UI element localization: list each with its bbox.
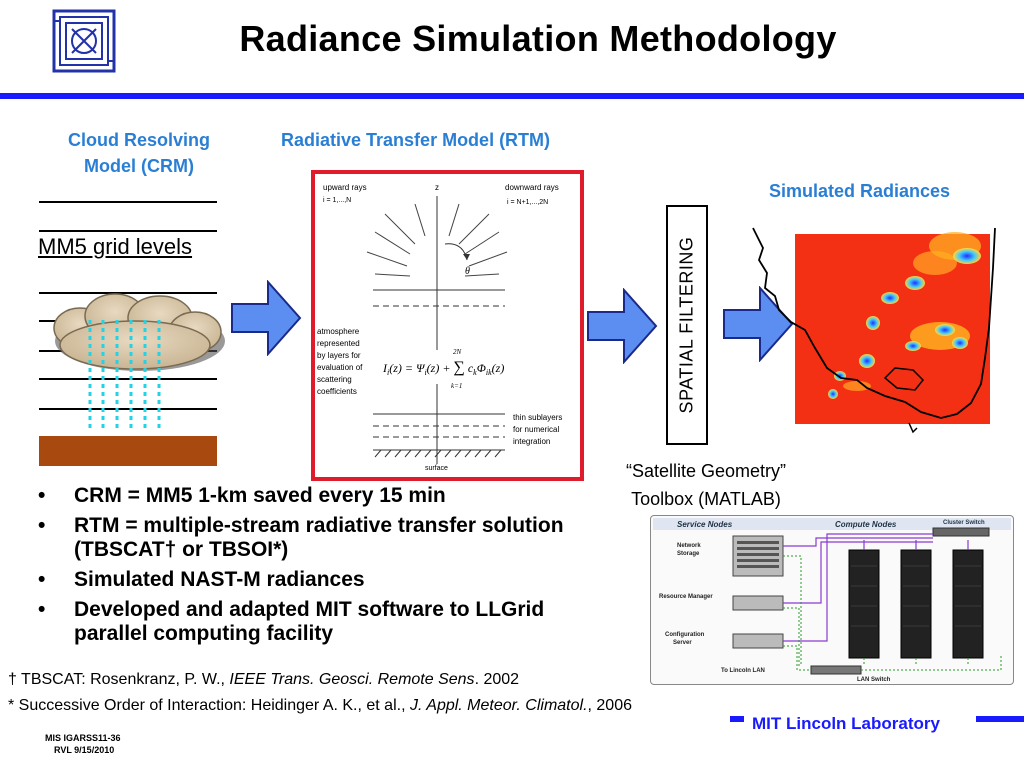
compute-nodes-label: Compute Nodes	[835, 520, 897, 529]
atmos-line: evaluation of	[317, 363, 363, 372]
arrow-right-icon	[231, 280, 302, 356]
bullet-text: RTM = multiple-stream radiative transfer…	[74, 514, 564, 561]
network-storage-label-2: Storage	[677, 551, 700, 557]
downward-rays-label: downward rays	[505, 183, 559, 192]
config-label: Configuration	[665, 632, 705, 638]
grid-level-line	[39, 408, 217, 410]
simulated-radiances-label: Simulated Radiances	[769, 181, 951, 201]
satellite-caption-line1: “Satellite Geometry”	[625, 461, 787, 481]
llgrid-cluster-diagram: Service Nodes Compute Nodes Cluster Swit…	[650, 515, 1014, 685]
thin-line: for numerical	[513, 425, 559, 434]
service-nodes-label: Service Nodes	[677, 520, 733, 529]
atmos-line: atmosphere	[317, 327, 360, 336]
config-label-2: Server	[673, 640, 692, 646]
rtm-label: Radiative Transfer Model (RTM)	[281, 130, 551, 150]
simulated-radiance-map	[752, 227, 996, 434]
arrow-right-icon	[723, 286, 794, 362]
resource-manager-label: Resource Manager	[659, 594, 713, 600]
bullet-item: • Simulated NAST-M radiances	[34, 568, 594, 592]
slide-id: MIS IGARSS11-36	[45, 733, 121, 743]
satellite-geometry-caption: “Satellite Geometry” Toolbox (MATLAB)	[588, 457, 824, 513]
rtm-figure: upward rays i = 1,...,N z downward rays …	[311, 170, 584, 481]
crm-label-line2: Model (CRM)	[84, 156, 194, 176]
slide-date: RVL 9/15/2010	[54, 745, 115, 755]
bullet-dot: •	[38, 484, 46, 507]
header-rule	[0, 93, 1024, 99]
grid-level-line	[39, 201, 217, 203]
mit-ll-logo	[52, 9, 116, 73]
spatial-filtering-box: SPATIAL FILTERING	[666, 205, 708, 445]
cloud-illustration	[53, 293, 225, 430]
spatial-filtering-text: SPATIAL FILTERING	[676, 236, 697, 414]
upward-index-label: i = 1,...,N	[323, 197, 351, 204]
cluster-switch-label: Cluster Switch	[943, 520, 985, 526]
bullet-dot: •	[38, 568, 46, 591]
rtm-diagram: upward rays i = 1,...,N z downward rays …	[317, 183, 562, 472]
grid-level-line	[39, 378, 217, 380]
bullet-text: CRM = MM5 1-km saved every 15 min	[74, 484, 446, 507]
atmos-line: represented	[317, 339, 360, 348]
satellite-caption-line2: Toolbox (MATLAB)	[631, 489, 781, 509]
slide-code: MIS IGARSS11-36 RVL 9/15/2010	[45, 732, 121, 756]
bullet-item: • CRM = MM5 1-km saved every 15 min	[34, 484, 594, 508]
surface-label: surface	[425, 465, 448, 472]
atmos-line: scattering	[317, 375, 352, 384]
atmos-line: coefficients	[317, 387, 357, 396]
footer-rule-right	[976, 716, 1024, 722]
theta-label: θ	[465, 266, 470, 277]
network-storage-label: Network	[677, 543, 701, 549]
bullet-item: • RTM = multiple-stream radiative transfe…	[34, 514, 594, 562]
sum-upper-limit: 2N	[453, 348, 462, 356]
reference-tbsoi: * Successive Order of Interaction: Heidi…	[8, 697, 632, 714]
grid-level-line	[39, 292, 217, 294]
bullet-dot: •	[38, 598, 46, 621]
z-axis-label: z	[435, 183, 439, 192]
mit-lincoln-laboratory-label: MIT Lincoln Laboratory	[752, 714, 940, 733]
thin-line: thin sublayers	[513, 413, 562, 422]
page-title: Radiance Simulation Methodology	[239, 18, 837, 59]
bullet-item: • Developed and adapted MIT software to L…	[34, 598, 594, 646]
bullet-list: • CRM = MM5 1-km saved every 15 min • RTM …	[34, 484, 594, 652]
crm-label-line1: Cloud Resolving	[67, 130, 210, 150]
rtm-equation: Ii(z) = Ψi(z) + ∑ ckΦik(z)	[382, 359, 504, 377]
bullet-text: Developed and adapted MIT software to LL…	[74, 598, 545, 645]
bullet-text: Simulated NAST-M radiances	[74, 568, 365, 591]
crm-label: Cloud Resolving Model (CRM)	[44, 127, 234, 179]
thin-line: integration	[513, 437, 550, 446]
reference-tbscat: † TBSCAT: Rosenkranz, P. W., IEEE Trans.…	[8, 671, 520, 688]
upward-rays-label: upward rays	[323, 183, 367, 192]
ground-surface	[39, 436, 217, 466]
lan-switch-label: LAN Switch	[857, 677, 891, 683]
bullet-dot: •	[38, 514, 46, 537]
footer-rule-left	[730, 716, 744, 722]
to-lincoln-lan-label: To Lincoln LAN	[721, 668, 765, 674]
downward-index-label: i = N+1,...,2N	[507, 199, 548, 206]
grid-level-line	[39, 230, 217, 232]
sum-lower-limit: k=1	[451, 382, 462, 390]
atmos-line: by layers for	[317, 351, 361, 360]
references: † TBSCAT: Rosenkranz, P. W., IEEE Trans.…	[8, 667, 632, 719]
arrow-right-icon	[587, 288, 658, 364]
mm5-grid-levels-text: MM5 grid levels	[38, 234, 193, 259]
cluster-svg: Service Nodes Compute Nodes Cluster Swit…	[653, 518, 1011, 683]
